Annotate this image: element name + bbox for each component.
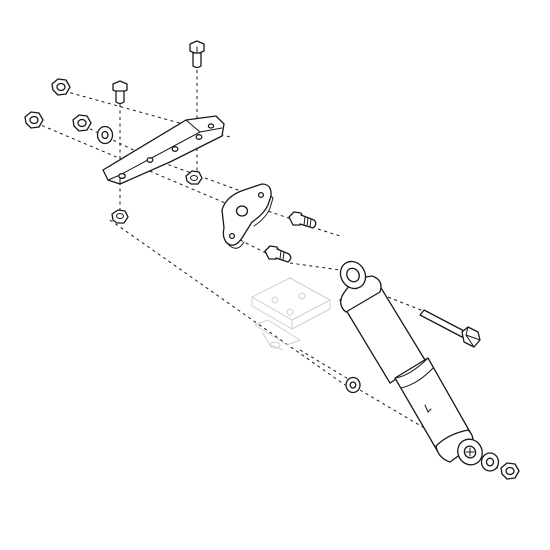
washer-left — [96, 125, 114, 145]
top-bolt — [189, 40, 205, 69]
lower-washer — [345, 376, 361, 394]
lower-washer-right — [480, 452, 500, 472]
guide-plate-bolt-upper-ext — [317, 228, 341, 237]
ghost-frame-assembly — [251, 277, 331, 351]
shock-eye-bolt — [419, 309, 481, 348]
lower-nut-right — [500, 462, 520, 480]
plate-bolt-upper — [288, 211, 317, 229]
guide-left-to-lower-washer — [109, 219, 346, 386]
bracket-lower-nut — [185, 170, 203, 185]
nut-left — [24, 111, 44, 129]
guide-plate-bolt-lower-ext — [289, 262, 341, 271]
mounting-plate — [221, 183, 274, 249]
nut-middle — [72, 114, 92, 132]
mounting-bracket — [102, 115, 225, 185]
nut-upper-left — [51, 78, 71, 96]
plate-bolt-lower — [264, 245, 292, 263]
bracket-bottom-nut — [111, 209, 129, 224]
guide-ghost-to-washer — [299, 349, 351, 381]
shock-absorber — [339, 260, 483, 466]
left-stud — [112, 80, 128, 105]
